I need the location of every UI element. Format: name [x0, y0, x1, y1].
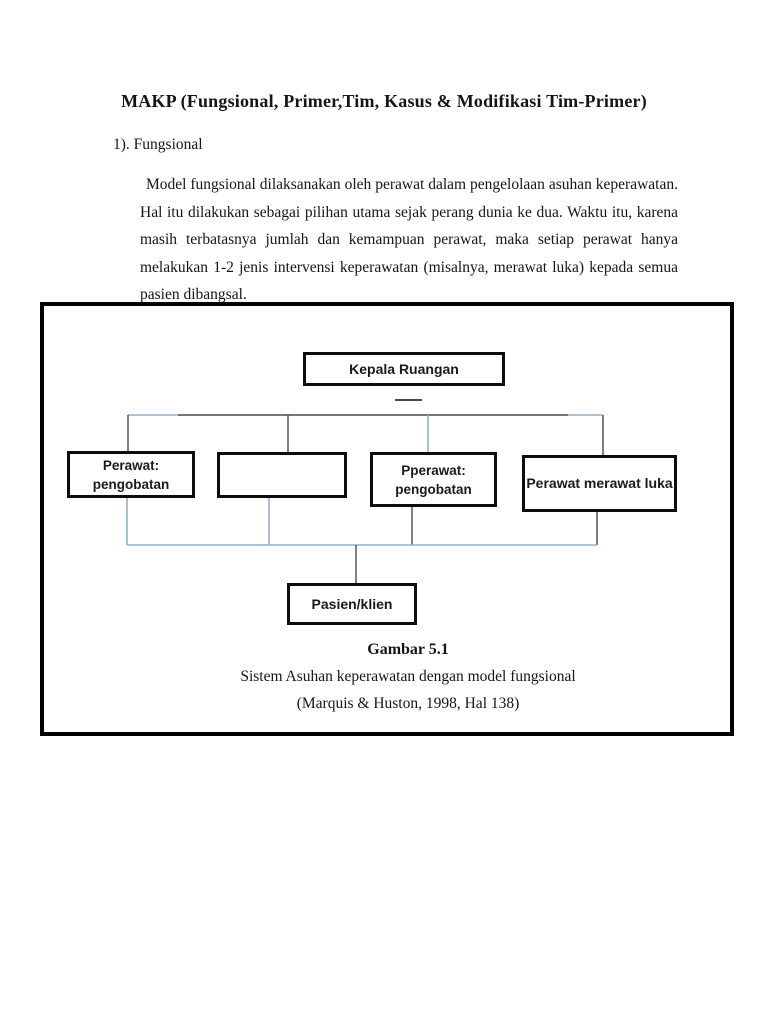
section-label: 1). Fungsional	[113, 136, 203, 153]
box-label-line2: pengobatan	[92, 476, 170, 492]
box-label-line2: pengobatan	[395, 481, 472, 497]
box-label-line1: Pperawat:	[401, 462, 466, 478]
kepala-ruangan-label: Kepala Ruangan	[349, 360, 459, 377]
figure-caption-source: (Marquis & Huston, 1998, Hal 138)	[296, 695, 520, 712]
figure-caption: Gambar 5.1 Sistem Asuhan keperawatan den…	[86, 636, 730, 717]
pasien-klien-box: Pasien/klien	[287, 583, 417, 625]
figure-frame: Kepala Ruangan Perawat: pengobatan Ppera…	[40, 302, 734, 736]
box-label-line1: Perawat:	[102, 457, 160, 473]
pperawat-pengobatan-box: Pperawat: pengobatan	[370, 452, 497, 507]
kepala-ruangan-box: Kepala Ruangan	[303, 352, 505, 386]
pasien-klien-label: Pasien/klien	[311, 595, 393, 612]
org-chart-connectors	[126, 399, 604, 583]
figure-caption-title: Gambar 5.1	[367, 641, 449, 658]
figure-caption-subtitle: Sistem Asuhan keperawatan dengan model f…	[240, 668, 576, 685]
perawat-merawat-luka-box: Perawat merawat luka	[522, 455, 677, 512]
empty-box	[217, 452, 347, 498]
box-label-line1: Perawat merawat luka	[526, 475, 673, 491]
body-paragraph: Model fungsional dilaksanakan oleh peraw…	[140, 176, 678, 303]
perawat-pengobatan-box: Perawat: pengobatan	[67, 451, 195, 498]
page-title: MAKP (Fungsional, Primer,Tim, Kasus & Mo…	[121, 91, 647, 111]
